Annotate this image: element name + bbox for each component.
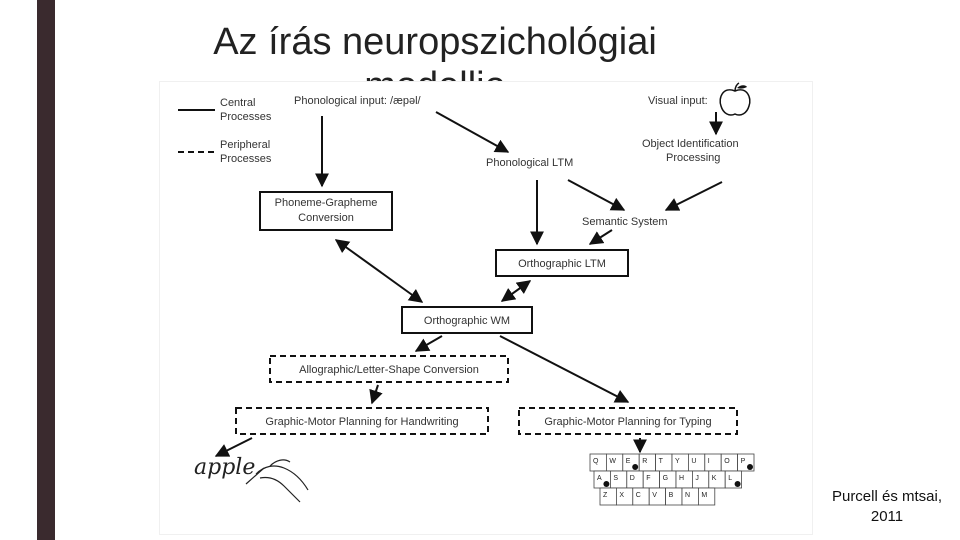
keyboard-key-label: S [613,475,618,482]
citation: Purcell és mtsai, 2011 [812,487,960,527]
visual-input-label: Visual input: [648,95,708,107]
keyboard-key-label: D [630,475,635,482]
allographic-box: Allographic/Letter-Shape Conversion [269,355,509,383]
phonological-input-label: Phonological input: /æpəl/ [294,95,422,107]
keyboard-key-label: E [626,458,631,465]
writing-model-figure: Central Processes Peripheral Processes P… [160,82,812,534]
arrow-allographic-to-handwriting [369,384,383,405]
phonological-ltm-label: Phonological LTM [486,157,573,169]
keystroke-marker [734,481,741,487]
citation-line2: 2011 [870,508,904,525]
handwritten-word: apple [194,455,255,480]
keyboard-key-label: T [659,458,664,465]
legend-central-line1: Central [220,97,255,109]
keyboard-key-label: P [741,458,746,465]
keyboard-icon: Q W E R T Y U I O P A S D F G H J K L Z X C V B N M [589,453,755,506]
diagram-canvas: Central Processes Peripheral Processes P… [178,82,755,506]
semantic-system-label: Semantic System [582,216,668,228]
orthographic-wm-box: Orthographic WM [401,306,533,334]
keyboard-key-label: H [679,475,684,482]
orthographic-wm-label: Orthographic WM [424,315,510,327]
keystroke-marker [603,481,610,487]
motor-typing-box: Graphic-Motor Planning for Typing [518,407,738,435]
orthographic-ltm-label: Orthographic LTM [518,258,606,270]
arrows [214,111,723,457]
motor-typing-label: Graphic-Motor Planning for Typing [544,416,711,428]
keyboard-key-label: L [728,475,732,482]
arrow-semantic-to-orthltm [588,229,613,245]
side-accent-bar [37,0,55,540]
arrow-orthwm-to-typing [499,335,630,403]
keyboard-key-label: J [695,475,699,482]
keystroke-marker [632,464,639,470]
legend-peripheral-line1: Peripheral [220,139,270,151]
writing-hand-icon [245,459,309,503]
keyboard-key-label: N [685,492,690,499]
arrow-phonltm-to-semantic [567,179,626,211]
keyboard-key-label: M [701,492,707,499]
keyboard-key-label: R [642,458,647,465]
arrow-input-to-phonltm [435,111,510,153]
arrow-pg-orthwm [334,239,424,303]
arrow-orthltm-orthwm [500,280,532,302]
object-identification-line2: Processing [666,152,720,164]
keyboard-key-label: C [636,492,641,499]
keyboard-key-label: G [663,475,668,482]
keyboard-key-label: O [724,458,730,465]
keyboard-key-label: Q [593,458,599,465]
legend: Central Processes Peripheral Processes [178,97,272,165]
arrow-orthwm-to-allographic [414,335,443,352]
motor-handwriting-label: Graphic-Motor Planning for Handwriting [265,416,458,428]
keyboard-key [698,487,716,506]
keyboard-key-label: I [708,458,710,465]
phoneme-grapheme-line1: Phoneme-Grapheme [275,197,378,209]
keyboard-key-label: B [669,492,674,499]
keyboard-key-label: Z [603,492,608,499]
keyboard-key-label: U [691,458,696,465]
legend-peripheral-line2: Processes [220,153,272,165]
keyboard-key-label: X [619,492,624,499]
keystroke-marker [747,464,753,470]
keyboard-key-label: F [646,475,650,482]
keyboard-key-label: A [597,475,602,482]
keyboard-key-label: W [609,458,616,465]
motor-handwriting-box: Graphic-Motor Planning for Handwriting [235,407,489,435]
object-identification-line1: Object Identification [642,138,739,150]
allographic-label: Allographic/Letter-Shape Conversion [299,364,479,376]
apple-icon [719,82,751,116]
citation-line1: Purcell és mtsai, [831,488,943,505]
keyboard-key-label: V [652,492,657,499]
arrow-object-to-semantic [664,181,723,211]
arrow-handwriting-to-output [214,437,253,457]
keyboard-key-label: Y [675,458,680,465]
orthographic-ltm-box: Orthographic LTM [495,249,629,277]
keyboard-key-label: K [712,475,717,482]
phoneme-grapheme-box: Phoneme-Grapheme Conversion [259,191,393,231]
phoneme-grapheme-line2: Conversion [298,212,354,224]
legend-central-line2: Processes [220,111,272,123]
